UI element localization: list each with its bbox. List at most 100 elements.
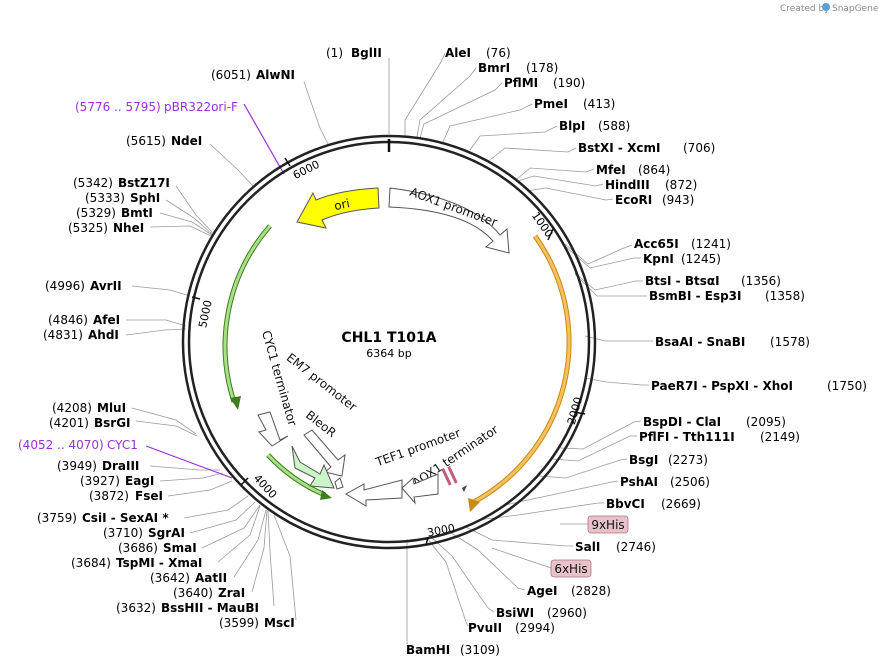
feature-label-em7-promoter: EM7 promoter bbox=[284, 350, 360, 413]
site-bsrgi-pos: (4201) bbox=[49, 416, 89, 430]
feature-label-ori: ori bbox=[333, 196, 351, 213]
site-mlui: MluI bbox=[97, 401, 126, 415]
leader-blpi bbox=[469, 125, 558, 151]
backbone-outer-ring bbox=[181, 134, 597, 550]
plasmid-size: 6364 bp bbox=[366, 347, 411, 360]
leader-smai bbox=[201, 504, 261, 549]
leader-alei bbox=[404, 52, 446, 136]
leader-fsei bbox=[167, 480, 233, 497]
site-alwni-pos: (6051) bbox=[211, 68, 251, 82]
tick-label-4000: 4000 bbox=[251, 472, 280, 501]
leader-nhei bbox=[149, 225, 212, 237]
site-kpni: KpnI bbox=[643, 252, 674, 266]
site-bamhi-pos: (3109) bbox=[460, 643, 500, 657]
feature-bleor bbox=[291, 445, 335, 489]
leader-ndei bbox=[209, 143, 255, 188]
site-bsshii-maubi: BssHII - MauBI bbox=[161, 601, 259, 615]
site-fsei-pos: (3872) bbox=[89, 489, 129, 503]
site-eagi-pos: (3927) bbox=[80, 474, 120, 488]
tag-6xhis bbox=[550, 559, 592, 578]
site-labels-right: AleI (76) BmrI (178) PflMI (190) PmeI (4… bbox=[406, 46, 867, 657]
site-bsmbi-esp3i: BsmBI - Esp3I bbox=[649, 289, 741, 303]
leader-mlui bbox=[131, 407, 197, 435]
site-sphi-pos: (5333) bbox=[85, 191, 125, 205]
site-btsi-btsai: BtsI - BtsαI bbox=[645, 274, 720, 288]
feature-aox1-promoter bbox=[388, 187, 510, 254]
site-paer7i-pspxi-xhoi: PaeR7I - PspXI - XhoI bbox=[651, 379, 793, 393]
site-mfei-pos: (864) bbox=[638, 163, 670, 177]
site-sgrai: SgrAI bbox=[148, 526, 185, 540]
credit-text: Created by bbox=[780, 4, 830, 14]
site-bstxi-xcmi: BstXI - XcmI bbox=[578, 141, 660, 155]
leader-alwni bbox=[303, 81, 329, 145]
site-bsgi: BsgI bbox=[629, 453, 658, 467]
site-eagi: EagI bbox=[125, 474, 154, 488]
leader-avrii bbox=[131, 285, 191, 297]
feature-small-arrow bbox=[462, 485, 467, 492]
leader-bsgi bbox=[538, 458, 628, 479]
tag-9xhis-label: 9xHis bbox=[591, 518, 624, 532]
site-bstz17i-pos: (5342) bbox=[73, 176, 113, 190]
snapgene-logo-icon bbox=[822, 3, 830, 11]
site-smai: SmaI bbox=[163, 541, 197, 555]
primer-cyc1-name: CYC1 bbox=[107, 438, 138, 452]
site-pvuii: PvuII bbox=[468, 621, 502, 635]
leader-afei bbox=[126, 319, 187, 327]
brand-text: SnapGene bbox=[832, 4, 878, 14]
tick-4000 bbox=[240, 477, 249, 486]
site-bamhi: BamHI bbox=[406, 643, 450, 657]
site-msci: MscI bbox=[264, 616, 295, 630]
tick-5000 bbox=[191, 296, 201, 300]
snapgene-credit: Created by SnapGene bbox=[780, 3, 878, 14]
site-afei-pos: (4846) bbox=[48, 313, 88, 327]
tick-2000 bbox=[573, 411, 586, 415]
site-ndei-pos: (5615) bbox=[126, 134, 166, 148]
site-pflmi: PflMI bbox=[504, 76, 538, 90]
leader-pflmi bbox=[419, 82, 503, 139]
primer-pbr322ori-name: pBR322ori-F bbox=[164, 100, 238, 114]
site-bspdi-clai-pos: (2095) bbox=[746, 415, 786, 429]
leader-bsshii bbox=[267, 510, 275, 607]
leader-ahdi bbox=[125, 328, 187, 336]
feature-em7-promoter bbox=[303, 429, 346, 477]
site-sali-pos: (2746) bbox=[616, 540, 656, 554]
site-pflfi-tth111i: PflFI - Tth111I bbox=[639, 430, 735, 444]
site-ndei: NdeI bbox=[171, 134, 202, 148]
leader-bstxi bbox=[489, 147, 577, 161]
leader-agei bbox=[447, 530, 526, 591]
site-zrai-pos: (3640) bbox=[173, 586, 213, 600]
site-bsaai-snabi: BsaAI - SnaBI bbox=[655, 335, 745, 349]
site-zrai: ZraI bbox=[218, 586, 245, 600]
site-sali: SalI bbox=[575, 540, 600, 554]
primer-cyc1-range: (4052 .. 4070) bbox=[18, 438, 104, 452]
feature-ori bbox=[296, 187, 380, 229]
tick-1000 bbox=[547, 228, 554, 241]
leader-tspmi bbox=[217, 505, 261, 563]
site-pshai: PshAI bbox=[620, 475, 658, 489]
site-tspmi-xmai: TspMI - XmaI bbox=[116, 556, 202, 570]
site-blpi-pos: (588) bbox=[598, 119, 630, 133]
leader-bsrgi bbox=[135, 420, 198, 437]
leader-bsiwi bbox=[429, 535, 495, 613]
leader-pflfi bbox=[552, 435, 637, 462]
site-alei: AleI bbox=[445, 46, 471, 60]
green-arrowhead-1 bbox=[230, 396, 241, 410]
site-bbvci: BbvCI bbox=[606, 497, 645, 511]
leader-zrai bbox=[251, 509, 268, 593]
site-csii-sexai-pos: (3759) bbox=[37, 511, 77, 525]
site-agei-pos: (2828) bbox=[571, 584, 611, 598]
feature-his-tag-a bbox=[441, 467, 452, 486]
leader-pvuii bbox=[425, 536, 469, 627]
backbone bbox=[181, 134, 597, 550]
site-avrii: AvrII bbox=[90, 279, 122, 293]
site-paer7i-pspxi-xhoi-pos: (1750) bbox=[827, 379, 867, 393]
site-smai-pos: (3686) bbox=[118, 541, 158, 555]
site-ecori: EcoRI bbox=[615, 193, 652, 207]
site-alei-pos: (76) bbox=[486, 46, 511, 60]
leader-bspdi bbox=[559, 420, 642, 450]
site-pflfi-tth111i-pos: (2149) bbox=[760, 430, 800, 444]
site-bstxi-xcmi-pos: (706) bbox=[683, 141, 715, 155]
feature-his-tag-b bbox=[447, 465, 458, 484]
site-hindiii: HindIII bbox=[605, 178, 650, 192]
site-sgrai-pos: (3710) bbox=[103, 526, 143, 540]
